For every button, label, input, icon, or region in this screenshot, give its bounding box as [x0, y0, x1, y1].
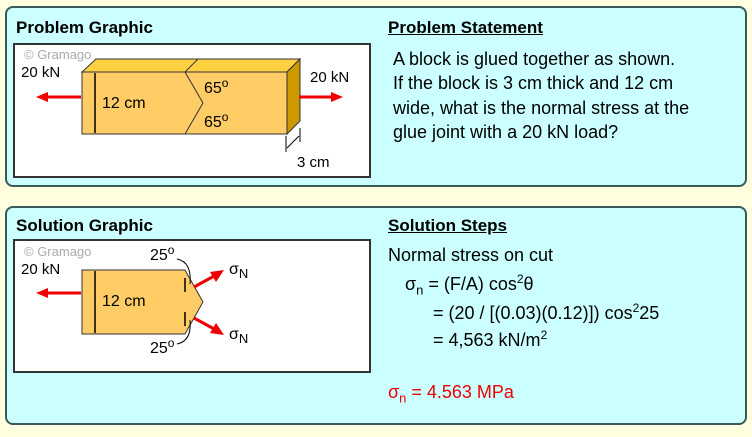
step-2: σn = (F/A) cos2θ	[405, 272, 534, 298]
svg-text:25o: 25o	[150, 243, 175, 264]
statement-line: If the block is 3 cm thick and 12 cm	[393, 73, 674, 93]
problem-statement-title: Problem Statement	[388, 18, 543, 37]
svg-text:65o: 65o	[204, 110, 229, 131]
svg-text:25o: 25o	[150, 336, 175, 357]
thickness-dimension	[286, 135, 300, 149]
svg-text:20 kN: 20 kN	[21, 64, 60, 81]
step-1: Normal stress on cut	[388, 245, 554, 265]
solution-graphic-title: Solution Graphic	[16, 216, 153, 235]
problem-graphic: © Gramago 12 cm 65o 65o 20 kN 20 kN 3 cm	[13, 43, 371, 178]
statement-line: glue joint with a 20 kN load?	[393, 122, 619, 142]
glue-joint	[184, 71, 204, 135]
step-3: = (20 / [(0.03)(0.12)]) cos225	[433, 301, 660, 323]
statement-line: A block is glued together as shown.	[393, 49, 676, 69]
svg-text:σN: σN	[229, 261, 248, 281]
normal-stress-arrow-top	[193, 273, 217, 289]
statement-line: wide, what is the normal stress at the	[393, 98, 690, 118]
block-side	[286, 57, 301, 136]
svg-text:20 kN: 20 kN	[21, 261, 60, 278]
problem-graphic-title: Problem Graphic	[16, 18, 153, 37]
answer: σn = 4.563 MPa	[388, 382, 514, 406]
normal-stress-arrow-bottom	[193, 316, 217, 332]
svg-text:65o: 65o	[204, 76, 229, 97]
svg-text:3 cm: 3 cm	[297, 154, 330, 171]
svg-text:σN: σN	[229, 326, 248, 346]
svg-text:20 kN: 20 kN	[310, 69, 349, 86]
watermark: © Gramago	[24, 47, 91, 62]
solution-graphic: © Gramago 12 cm 20 kN 25o 25o σN σN	[13, 239, 371, 373]
block-front	[81, 71, 288, 135]
svg-text:© Gramago: © Gramago	[24, 244, 91, 259]
free-body-diagram: © Gramago 12 cm 20 kN 25o 25o σN σN	[21, 243, 248, 357]
svg-text:12 cm: 12 cm	[102, 293, 146, 310]
step-4: = 4,563 kN/m2	[433, 328, 548, 350]
glued-block-diagram: © Gramago 12 cm 65o 65o 20 kN 20 kN 3 cm	[21, 47, 349, 171]
solution-steps-title: Solution Steps	[388, 216, 507, 235]
svg-text:12 cm: 12 cm	[102, 95, 146, 112]
